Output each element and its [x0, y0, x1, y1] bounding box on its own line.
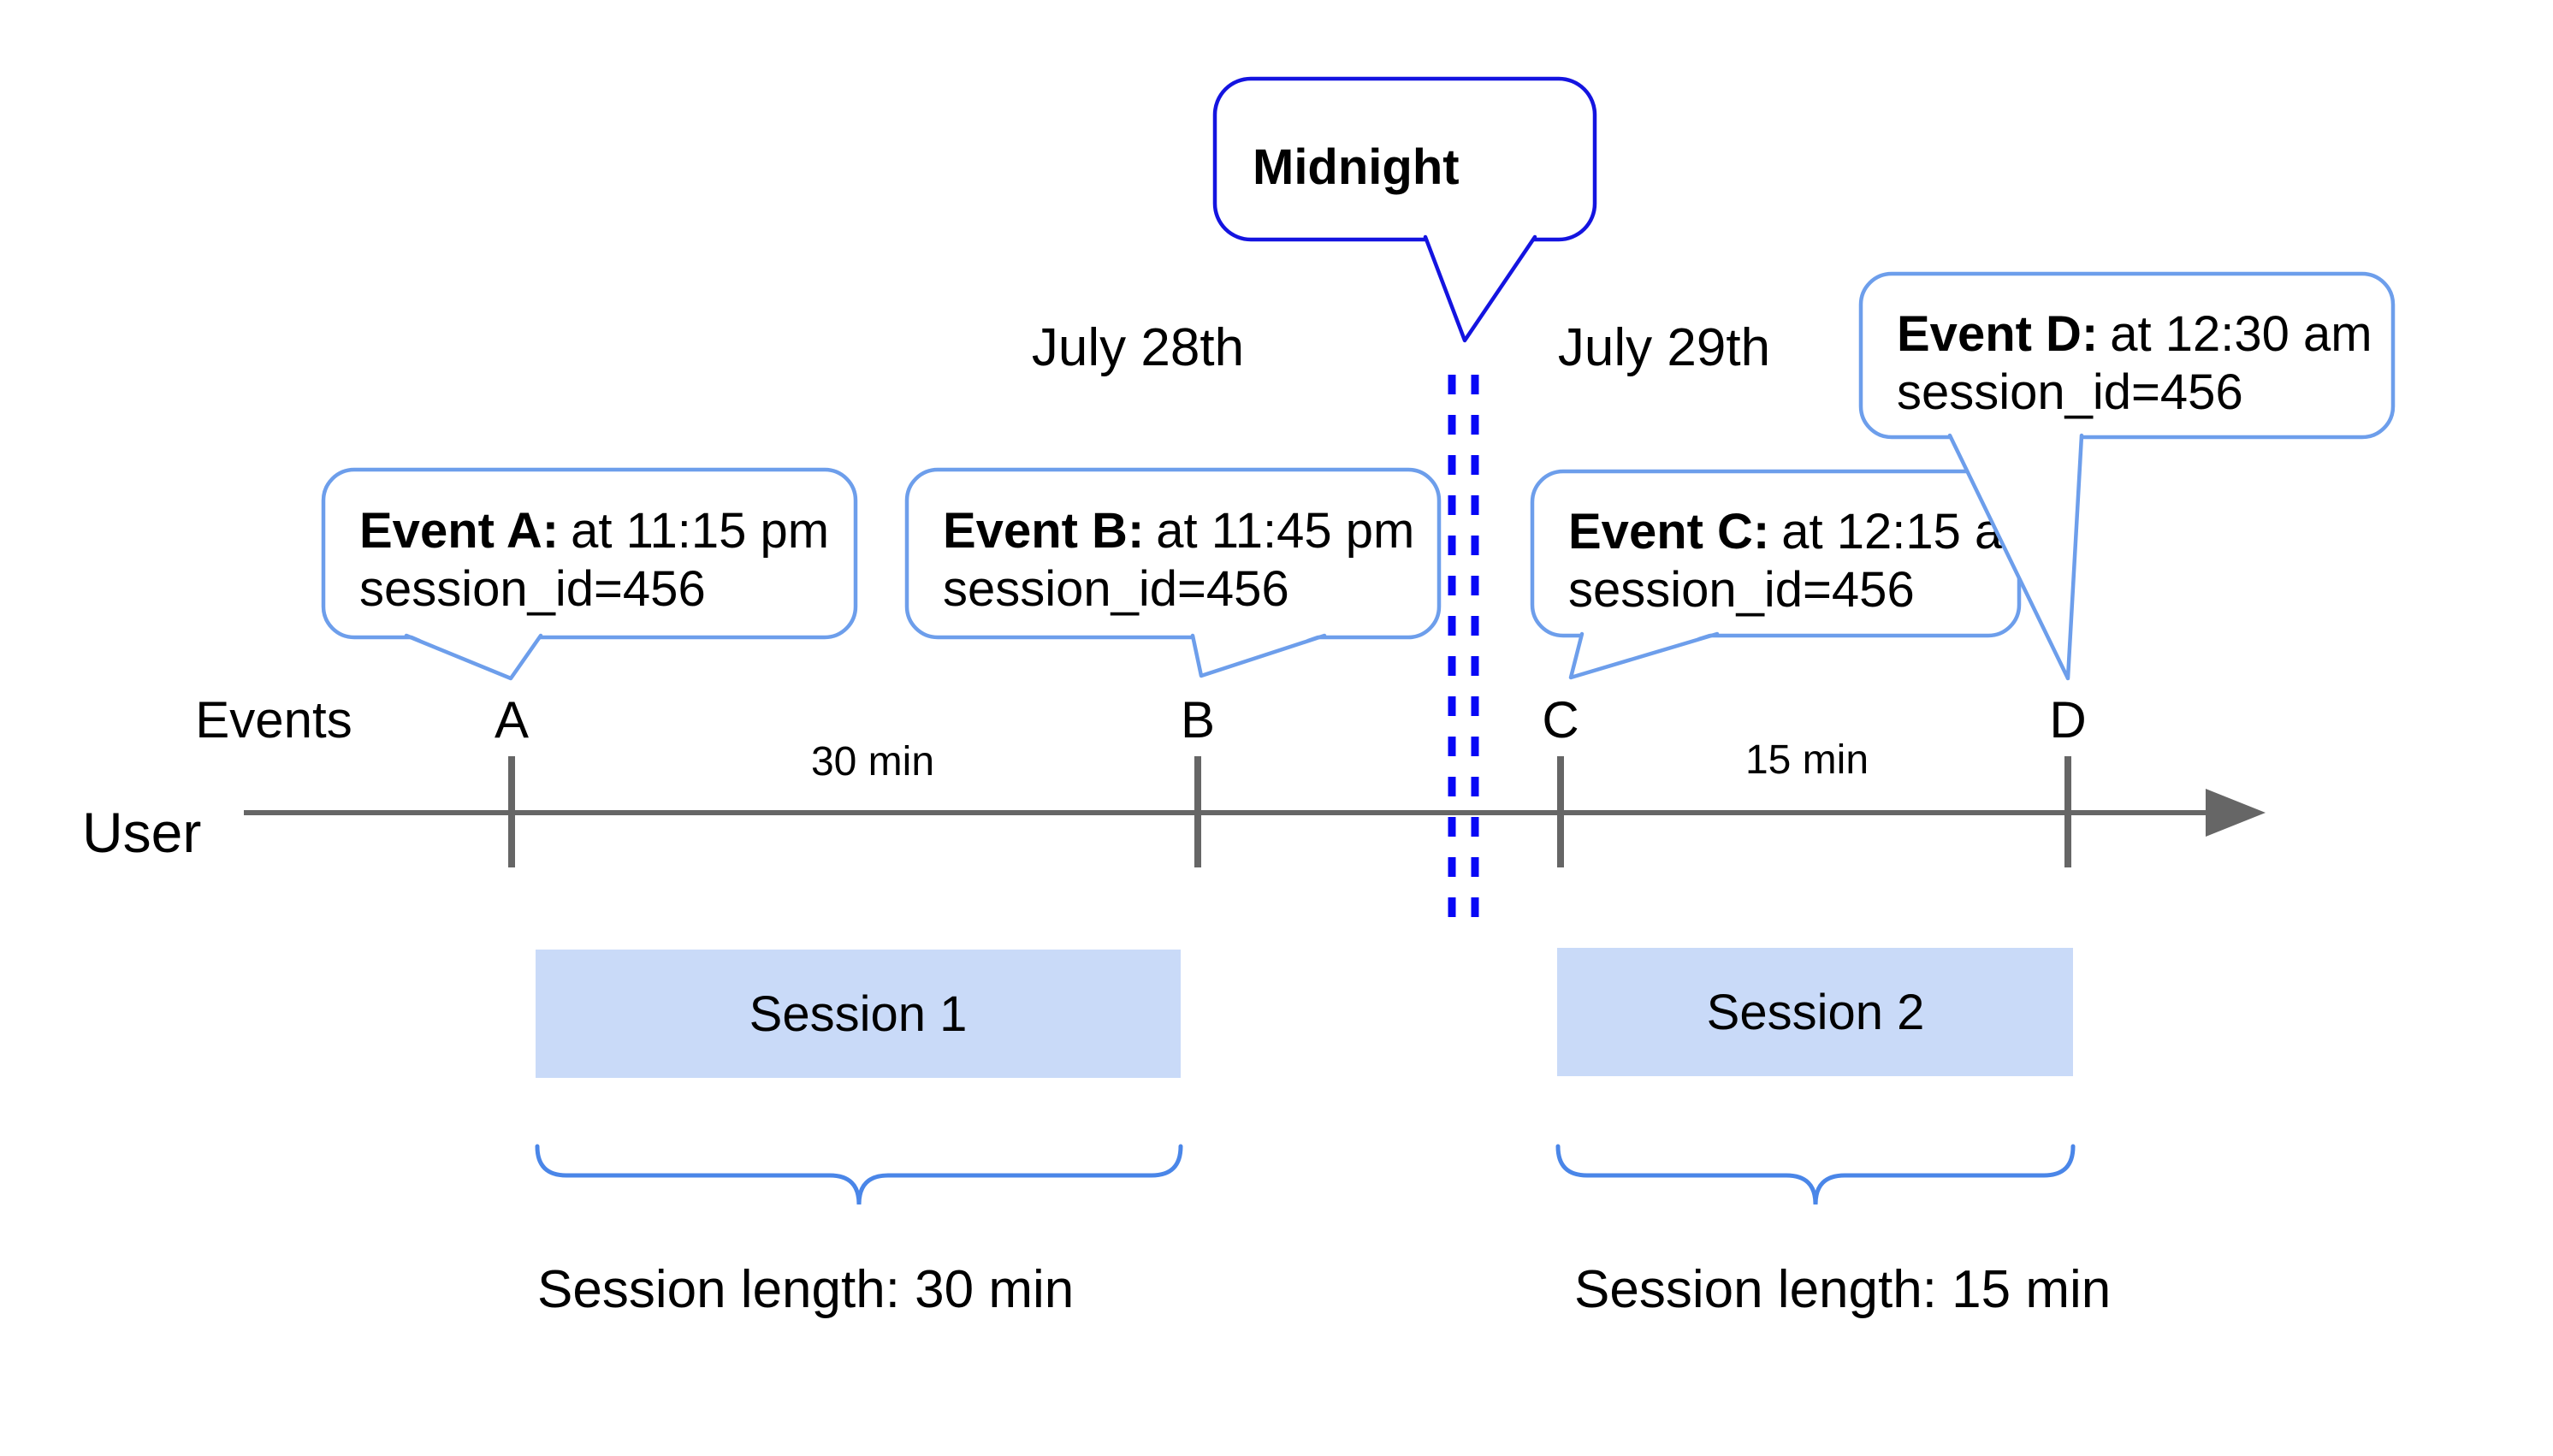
event-callout-d: Event D:at 12:30 am session_id=456	[1858, 271, 2396, 681]
event-callout-a-box	[321, 467, 858, 640]
event-callout-b-title: Event B:	[943, 503, 1144, 559]
event-callout-b-box	[904, 467, 1442, 640]
events-row-label: Events	[195, 691, 352, 749]
midnight-callout: Midnight	[1212, 76, 1597, 343]
event-callout-a: Event A:at 11:15 pm session_id=456	[321, 467, 858, 681]
event-callout-d-box	[1858, 271, 2396, 440]
midnight-callout-box	[1212, 76, 1597, 242]
event-callout-c-tail	[1568, 631, 1720, 680]
midnight-divider	[1448, 375, 1479, 920]
event-callout-a-line1: Event A:at 11:15 pm	[359, 503, 829, 559]
session-1-length-label: Session length: 30 min	[537, 1260, 1074, 1319]
session-2-box	[1557, 948, 2073, 1076]
session-1-label: Session 1	[749, 986, 968, 1042]
event-callout-b-session: session_id=456	[943, 561, 1289, 617]
event-callout-a-title: Event A:	[359, 503, 559, 559]
session-2-label: Session 2	[1707, 985, 1925, 1040]
session-1-brace	[535, 1144, 1183, 1205]
event-callout-a-time: at 11:15 pm	[571, 503, 829, 559]
timeline-arrowhead-icon	[2206, 789, 2266, 837]
user-row-label: User	[82, 801, 201, 864]
event-callout-a-session: session_id=456	[359, 561, 706, 617]
event-callout-c-session: session_id=456	[1568, 562, 1915, 618]
event-callout-a-tail-fill	[406, 633, 541, 678]
session-2-length-label: Session length: 15 min	[1574, 1260, 2111, 1319]
event-tick-label-d: D	[2049, 691, 2086, 749]
session-1-box	[536, 950, 1181, 1078]
event-callout-a-tail	[404, 633, 543, 681]
event-callout-b-time: at 11:45 pm	[1156, 503, 1414, 559]
gap-label-15min: 15 min	[1745, 737, 1869, 783]
gap-label-30min: 30 min	[811, 739, 934, 784]
event-callout-d-title: Event D:	[1897, 306, 2098, 362]
date-label-july-28: July 28th	[1032, 318, 1244, 377]
session-2: Session 2 Session length: 15 min	[1555, 948, 2111, 1319]
event-callout-b-line1: Event B:at 11:45 pm	[943, 503, 1414, 559]
event-callout-d-tail-fill	[1950, 433, 2082, 678]
event-callout-c-title: Event C:	[1568, 504, 1769, 559]
event-tick-label-c: C	[1542, 691, 1579, 749]
event-callout-c: Event C:at 12:15 am session_id=456	[1530, 469, 2044, 680]
event-callout-d-time: at 12:30 am	[2110, 306, 2372, 362]
event-tick-label-a: A	[495, 691, 529, 749]
session-2-brace	[1555, 1144, 2076, 1205]
midnight-callout-label: Midnight	[1253, 139, 1460, 195]
event-tick-label-b: B	[1181, 691, 1215, 749]
midnight-callout-tail	[1423, 234, 1537, 343]
event-callout-b-tail-fill	[1193, 633, 1324, 676]
event-callout-b-tail	[1190, 633, 1327, 678]
event-callout-c-line1: Event C:at 12:15 am	[1568, 504, 2044, 559]
midnight-callout-tail-fill	[1425, 234, 1535, 340]
event-callout-d-line1: Event D:at 12:30 am	[1897, 306, 2372, 362]
date-label-july-29: July 29th	[1558, 318, 1770, 377]
event-callout-d-tail	[1947, 433, 2084, 681]
event-callout-b: Event B:at 11:45 pm session_id=456	[904, 467, 1442, 678]
session-1: Session 1 Session length: 30 min	[535, 950, 1183, 1319]
timeline-axis	[244, 756, 2266, 867]
event-callout-d-session: session_id=456	[1897, 364, 2243, 420]
